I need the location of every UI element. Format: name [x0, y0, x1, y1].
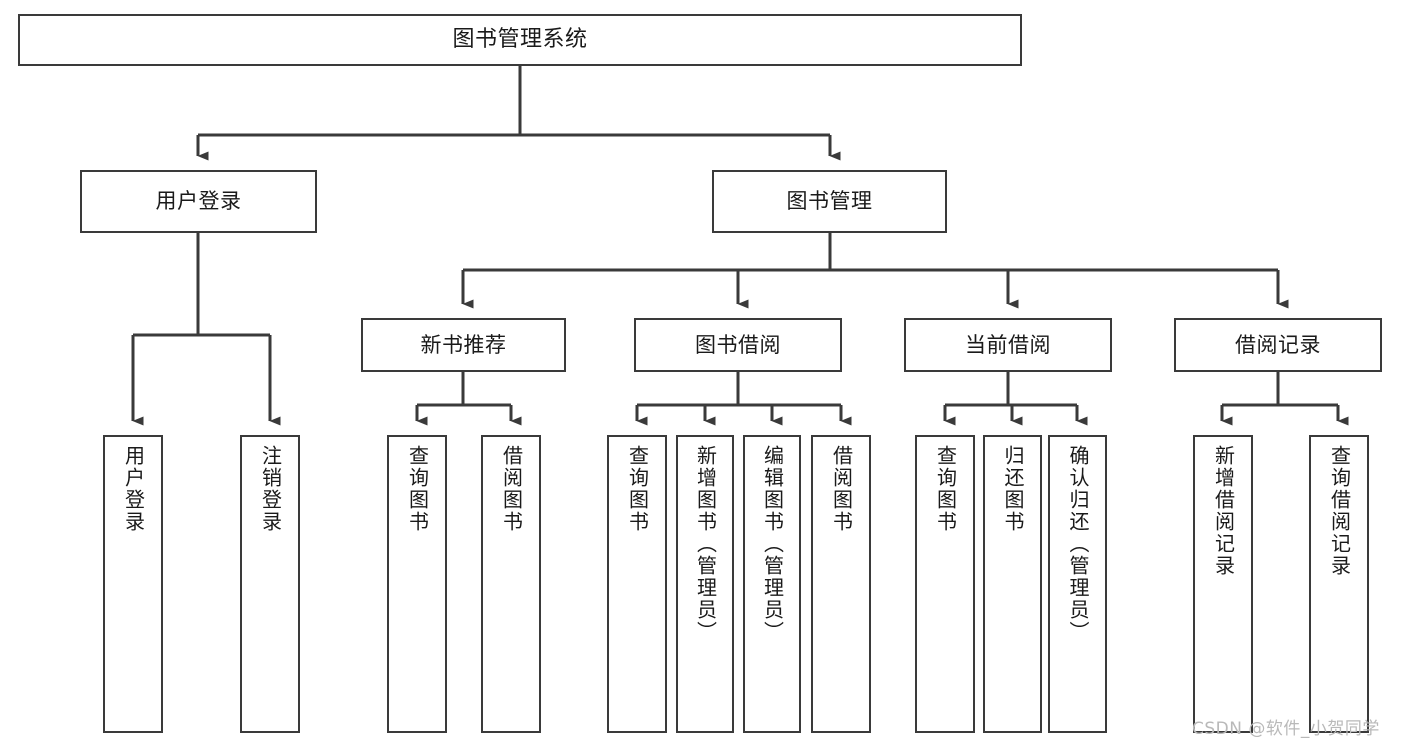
node-leaf-borrow-query-book[interactable]: 查询图书 — [607, 435, 667, 733]
node-leaf-user-login-signin[interactable]: 用户登录 — [103, 435, 163, 733]
node-leaf-current-query-book-label: 查询图书 — [933, 445, 958, 533]
node-leaf-user-login-signin-label: 用户登录 — [121, 445, 146, 533]
node-leaf-recommend-query-book[interactable]: 查询图书 — [387, 435, 447, 733]
node-category-current-borrow[interactable]: 当前借阅 — [904, 318, 1112, 372]
node-leaf-record-add-record[interactable]: 新增借阅记录 — [1193, 435, 1253, 733]
csdn-watermark: CSDN @软件_小贺同学 — [1192, 719, 1380, 739]
node-leaf-record-add-record-label: 新增借阅记录 — [1211, 445, 1236, 577]
node-book-management-label: 图书管理 — [786, 189, 873, 214]
node-leaf-current-confirm-return[interactable]: 确认归还（管理员） — [1048, 435, 1107, 733]
node-book-management[interactable]: 图书管理 — [712, 170, 947, 233]
node-category-book-borrow[interactable]: 图书借阅 — [634, 318, 842, 372]
node-leaf-current-return-book-label: 归还图书 — [1001, 445, 1025, 533]
node-leaf-borrow-add-book-label: 新增图书（管理员） — [693, 445, 718, 643]
node-leaf-recommend-borrow-book-label: 借阅图书 — [499, 445, 524, 533]
node-leaf-recommend-query-book-label: 查询图书 — [405, 445, 430, 533]
node-leaf-borrow-add-book[interactable]: 新增图书（管理员） — [676, 435, 734, 733]
node-leaf-current-confirm-return-label: 确认归还（管理员） — [1066, 445, 1090, 643]
node-leaf-borrow-edit-book-label: 编辑图书（管理员） — [760, 445, 785, 643]
node-leaf-record-query-record[interactable]: 查询借阅记录 — [1309, 435, 1369, 733]
node-category-borrow-record[interactable]: 借阅记录 — [1174, 318, 1382, 372]
node-root-system[interactable]: 图书管理系统 — [18, 14, 1022, 66]
node-leaf-user-login-signout[interactable]: 注销登录 — [240, 435, 300, 733]
node-leaf-user-login-signout-label: 注销登录 — [258, 445, 283, 533]
node-leaf-recommend-borrow-book[interactable]: 借阅图书 — [481, 435, 541, 733]
node-user-login-label: 用户登录 — [155, 189, 242, 214]
node-category-new-book-recommend[interactable]: 新书推荐 — [361, 318, 566, 372]
node-leaf-current-return-book[interactable]: 归还图书 — [983, 435, 1042, 733]
node-leaf-current-query-book[interactable]: 查询图书 — [915, 435, 975, 733]
node-root-system-label: 图书管理系统 — [452, 27, 588, 53]
node-leaf-borrow-edit-book[interactable]: 编辑图书（管理员） — [743, 435, 801, 733]
node-category-borrow-record-label: 借阅记录 — [1235, 332, 1321, 357]
node-leaf-borrow-query-book-label: 查询图书 — [625, 445, 650, 533]
node-leaf-record-query-record-label: 查询借阅记录 — [1327, 445, 1352, 577]
node-category-new-book-recommend-label: 新书推荐 — [420, 332, 507, 357]
node-leaf-borrow-borrow-book[interactable]: 借阅图书 — [811, 435, 871, 733]
node-user-login[interactable]: 用户登录 — [80, 170, 317, 233]
node-category-current-borrow-label: 当前借阅 — [965, 332, 1051, 357]
node-leaf-borrow-borrow-book-label: 借阅图书 — [829, 445, 854, 533]
node-category-book-borrow-label: 图书借阅 — [695, 332, 781, 357]
